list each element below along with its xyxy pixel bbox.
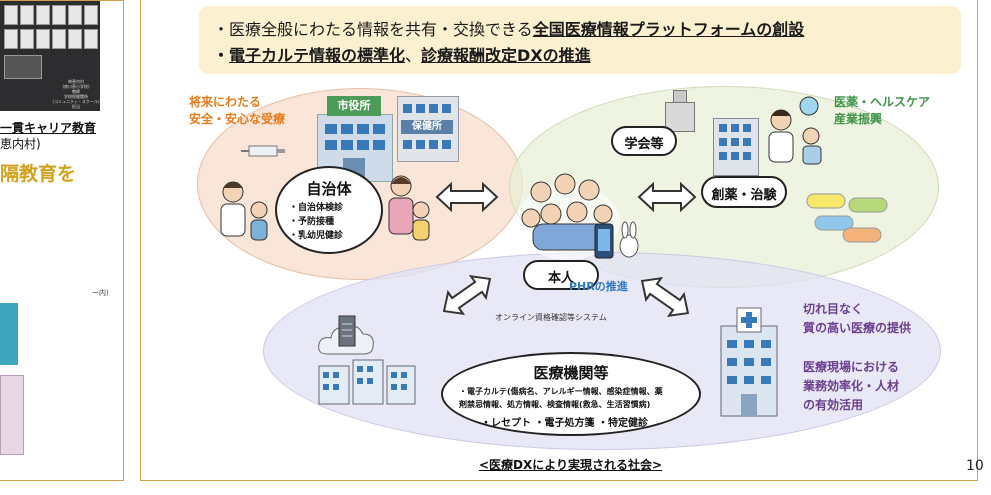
label-line: 医薬・ヘルスケア (834, 95, 931, 109)
label-line: 安全・安心な受療 (189, 112, 286, 126)
doctor-researcher-icon (768, 96, 822, 165)
drug-discovery-label: 創薬・治験 (711, 188, 777, 203)
poster-image (4, 5, 18, 25)
summary-text: ・医療全般にわたる情報を共有・交換できる (213, 20, 533, 39)
poster-image (52, 29, 66, 49)
poster-image (84, 29, 98, 49)
municipality-bubble: 自治体 ・自治体検診 ・予防接種 ・乳幼児健診 (275, 166, 383, 254)
double-arrow-icon (640, 277, 690, 317)
summary-box: ・医療全般にわたる情報を共有・交換できる全国医療情報プラットフォームの創設 ・電… (199, 6, 961, 74)
syringe-icon (241, 145, 285, 157)
medicine-capsules-icon (806, 193, 888, 243)
poster-image (4, 29, 18, 49)
phr-promotion-label: PHRの推進 (569, 280, 628, 293)
municipality-item: ・自治体検診 (289, 203, 344, 213)
photo-caption: 神恵内村 (南川原小学校) 教師 学校保健関係 (コミュニティ・スクール) 担当 (52, 79, 100, 109)
double-arrow-icon (442, 275, 492, 315)
photo-caption-line: 神恵内村 (68, 79, 84, 84)
online-qualification-system-label: オンライン資格確認等システム (495, 313, 607, 322)
ehr-info-line: ・電子カルテ(傷病名、アレルギー情報、感染症情報、薬 (459, 387, 663, 396)
municipality-item: ・予防接種 (289, 217, 335, 227)
left-slide-panel: 神恵内村 (南川原小学校) 教師 学校保健関係 (コミュニティ・スクール) 担当… (0, 0, 124, 481)
poster-image (36, 29, 50, 49)
poster-image (20, 29, 34, 49)
patient-self-label: 本人 (547, 271, 574, 286)
summary-line-1: ・医療全般にわたる情報を共有・交換できる全国医療情報プラットフォームの創設 (213, 16, 804, 40)
city-hall-sign: 市役所 (327, 96, 381, 116)
fee-revision-highlight: 診療報酬改定DXの推進 (421, 46, 591, 65)
label-line: 医療現場における (803, 360, 900, 374)
hospitals-icon (318, 359, 416, 405)
photo-caption-line: 教師 (72, 89, 80, 94)
poster-image (68, 29, 82, 49)
teal-block (0, 303, 18, 365)
drug-discovery-bubble: 創薬・治験 (701, 176, 787, 208)
health-center-sign: 保健所 (401, 120, 453, 134)
municipality-title: 自治体 (306, 180, 352, 198)
ehr-info-line: 剤禁忌情報、処方情報、検査情報(救急、生活習慣病) (459, 400, 651, 409)
cloud-server-icon (318, 315, 374, 355)
patient-self-bubble: 本人 (523, 260, 599, 290)
municipality-item: ・乳幼児健診 (289, 231, 344, 241)
small-label: ー内) (92, 289, 109, 297)
smartphone-icon (594, 221, 639, 259)
future-safety-label: 将来にわたる 安全・安心な受療 (189, 94, 285, 128)
platform-highlight: 全国医療情報プラットフォームの創設 (532, 20, 805, 39)
label-line: 将来にわたる (189, 95, 262, 109)
poster-image (84, 5, 98, 25)
summary-line-2: ・電子カルテ情報の標準化、診療報酬改定DXの推進 (213, 42, 591, 66)
health-center-icon: 保健所 (397, 96, 459, 162)
academic-society-label: 学会等 (624, 137, 664, 152)
academic-society-bubble: 学会等 (611, 126, 677, 156)
career-education-heading: 一貫キャリア教育 (0, 121, 97, 135)
classroom-photo: 神恵内村 (南川原小学校) 教師 学校保健関係 (コミュニティ・スクール) 担当 (0, 1, 100, 111)
research-building-icon (713, 118, 759, 176)
remote-education-heading: 隔教育を (0, 163, 77, 185)
summary-bullet: ・ (213, 46, 230, 65)
university-building-icon (665, 90, 695, 132)
double-arrow-icon (637, 181, 697, 213)
photo-caption-line: 学校保健関係 (64, 94, 88, 99)
medical-dx-slide: ・医療全般にわたる情報を共有・交換できる全国医療情報プラットフォームの創設 ・電… (140, 0, 978, 481)
poster-image (36, 5, 50, 25)
photo-caption-line: (コミュニティ・スクール) (52, 99, 100, 104)
receipt-prescription-line: ・レセプト ・電子処方箋 ・特定健診 (481, 418, 648, 429)
seamless-care-label: 切れ目なく 質の高い医療の提供 (803, 300, 911, 338)
hospital-icon (720, 307, 778, 417)
medical-institution-bubble: 医療機関等 ・電子カルテ(傷病名、アレルギー情報、感染症情報、薬 剤禁忌情報、処… (441, 352, 701, 436)
poster-image (52, 5, 66, 25)
label-line: 産業振興 (834, 112, 883, 126)
pink-block (0, 375, 24, 455)
double-arrow-icon (435, 181, 499, 213)
photo-caption-line: (南川原小学校) (62, 84, 90, 89)
diagram-caption: <医療DXにより実現される社会> (479, 458, 663, 472)
label-line: 質の高い医療の提供 (803, 321, 912, 335)
photo-caption-line: 担当 (72, 104, 80, 109)
village-name: 恵内村) (0, 137, 41, 151)
poster-image (68, 5, 82, 25)
screen-image (4, 55, 42, 79)
label-line: の有効活用 (803, 398, 864, 412)
mother-child-icon (388, 175, 430, 241)
ehr-standardization-highlight: 電子カルテ情報の標準化 (229, 46, 406, 65)
poster-image (20, 5, 34, 25)
doctor-patient-icon (220, 181, 268, 241)
pharma-industry-label: 医薬・ヘルスケア 産業振興 (834, 94, 930, 128)
label-line: 業務効率化・人材 (803, 379, 900, 393)
efficiency-label: 医療現場における 業務効率化・人材 の有効活用 (803, 358, 899, 415)
page-number: 10 (966, 458, 984, 474)
label-line: 切れ目なく (803, 302, 864, 316)
medical-institution-title: 医療機関等 (533, 364, 609, 382)
separator: 、 (405, 46, 422, 65)
people-crowd-icon (516, 173, 620, 260)
